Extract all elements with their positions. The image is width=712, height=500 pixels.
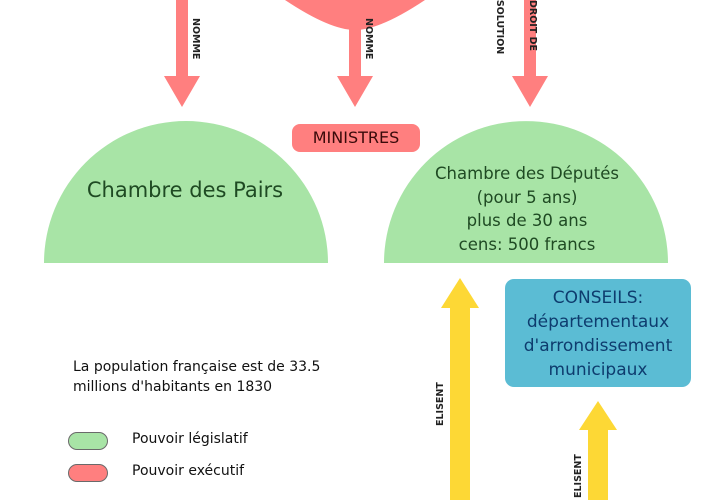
legend-label-executif: Pouvoir exécutif [132, 463, 245, 479]
chambre-pairs-dome [44, 121, 328, 264]
arrow-nomme-left [164, 0, 200, 107]
label-droit-de: DROIT DE [527, 0, 538, 51]
ministres-box: MINISTRES [292, 124, 420, 152]
population-note: La population française est de 33.5 mill… [73, 359, 321, 395]
chambre-pairs-label: Chambre des Pairs [86, 178, 284, 202]
arrow-elisent-left [441, 278, 479, 500]
deputes-duration: (pour 5 ans) [476, 187, 578, 207]
label-droit-dissolution: DROIT DE DISSOLUTION [483, 0, 560, 54]
conseils-municipaux: municipaux [548, 360, 648, 380]
legend-swatch-executif [68, 464, 108, 482]
legend-swatch-legislatif [68, 432, 108, 450]
chambre-deputes-label: Chambre des Députés (pour 5 ans) plus de… [384, 162, 670, 256]
label-nomme-center: NOMME [363, 18, 374, 60]
conseils-arrondissement: d'arrondissement [523, 336, 673, 356]
label-elisent-left: ELISENT [435, 382, 446, 426]
chambre-deputes-dome [384, 121, 668, 263]
arrow-dissolution [512, 0, 548, 107]
executive-ellipse [285, 0, 425, 30]
conseils-title: CONSEILS: [552, 288, 644, 308]
deputes-age: plus de 30 ans [466, 211, 588, 230]
arrow-nomme-center [337, 28, 373, 107]
conseils-box: CONSEILS: départementaux d'arrondissemen… [505, 279, 691, 387]
ministres-label: MINISTRES [312, 128, 400, 147]
deputes-cens: cens: 500 francs [458, 234, 596, 254]
label-elisent-right: ELISENT [573, 454, 584, 498]
label-nomme-left: NOMME [190, 18, 201, 60]
label-dissolution: DISSOLUTION [494, 0, 505, 55]
deputes-title: Chambre des Députés [435, 164, 619, 183]
arrow-elisent-right [579, 401, 617, 500]
legend-label-legislatif: Pouvoir législatif [132, 431, 248, 447]
conseils-departementaux: départementaux [526, 312, 670, 332]
